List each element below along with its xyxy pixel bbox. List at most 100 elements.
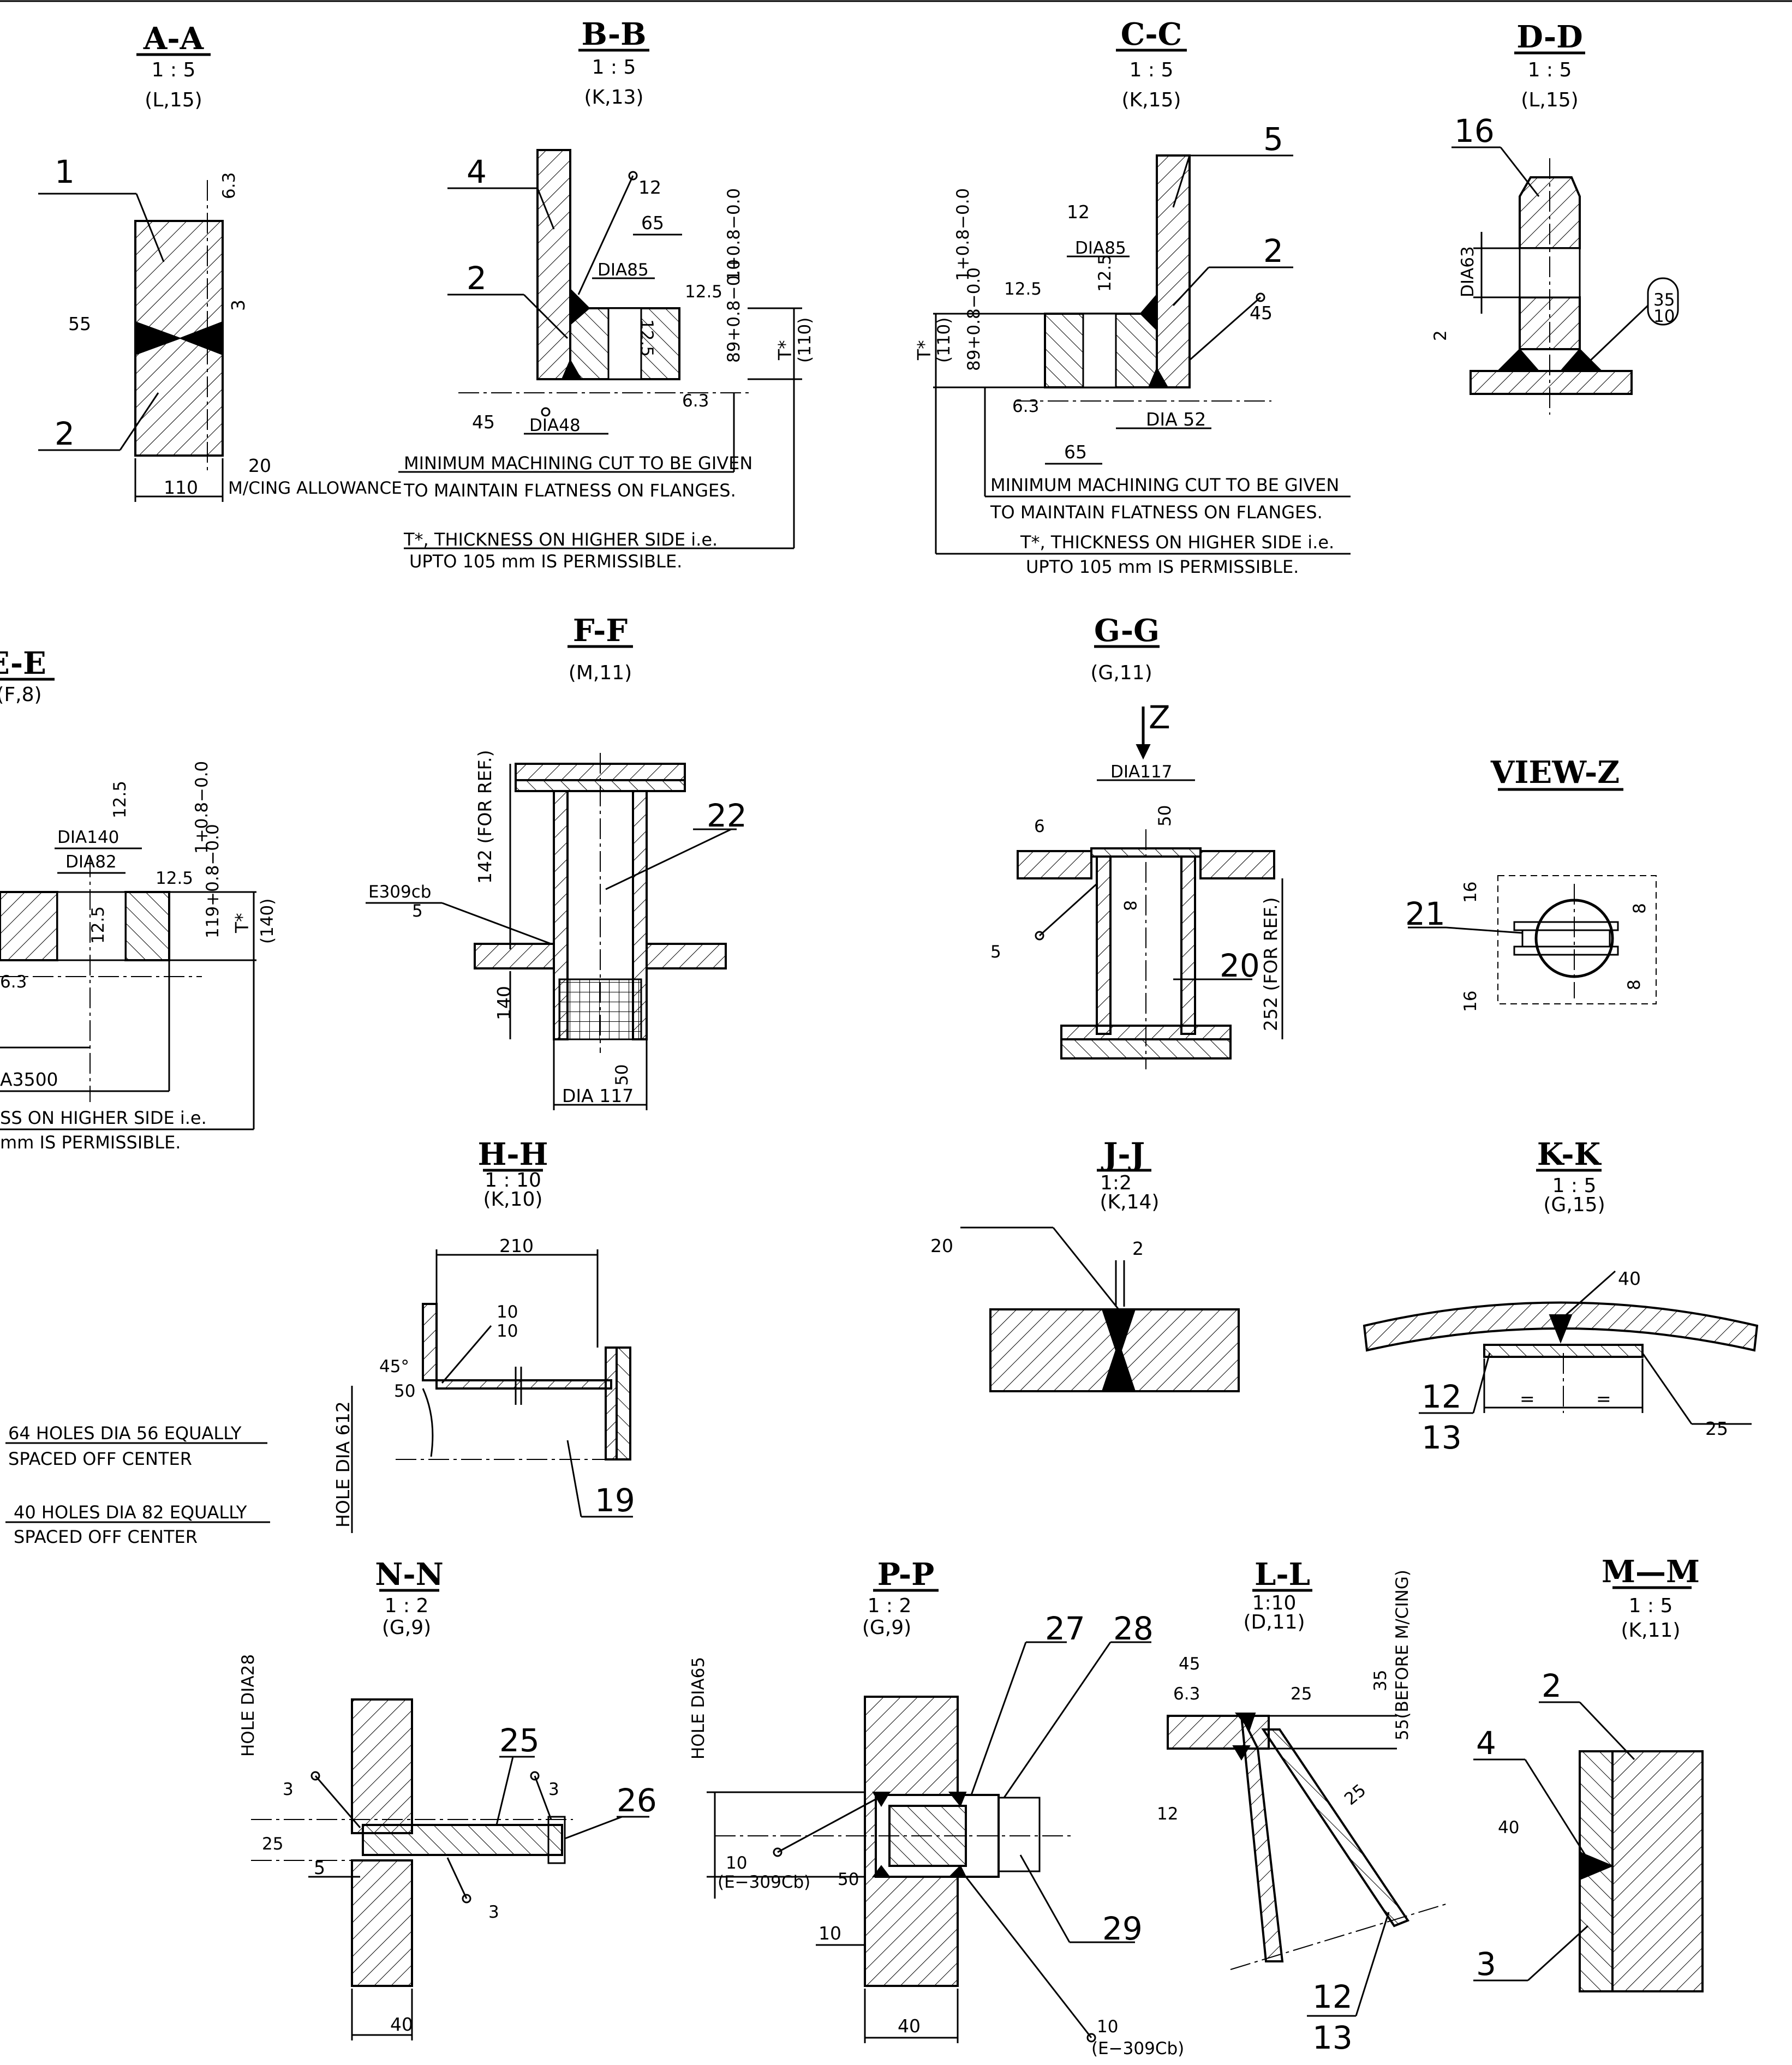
grid-reference: (K,13) <box>584 86 644 109</box>
section-aa: A-A 1 : 5 (L,15) 1 2 6.3 55 3 110 20 M/C… <box>38 21 402 502</box>
dim-dia82: DIA82 <box>65 852 117 872</box>
weld-25: 25 <box>1291 1684 1312 1704</box>
hole-dia-65: HOLE DIA65 <box>689 1657 708 1759</box>
holes-notes: 64 HOLES DIA 56 EQUALLY SPACED OFF CENTE… <box>5 1423 270 1547</box>
dim-25: 25 <box>262 1834 283 1854</box>
section-scale: 1 : 2 <box>868 1595 912 1617</box>
base-plate <box>1470 370 1633 395</box>
weld-3-a: 3 <box>283 1780 294 1799</box>
plate-part <box>1156 154 1191 388</box>
tolerance-89: 89+0.8−0.0 <box>724 259 744 363</box>
finish-12-5: 12.5 <box>685 282 722 302</box>
dim-35: 35 <box>1371 1670 1390 1691</box>
note-line-4: UPTO 105 mm IS PERMISSIBLE. <box>409 551 682 572</box>
note-line-4: UPTO 105 mm IS PERMISSIBLE. <box>1026 556 1299 577</box>
finish-12-5-b: 12.5 <box>1095 254 1115 292</box>
weld-3-c: 3 <box>488 1902 499 1922</box>
dim-dia85: DIA85 <box>598 260 649 280</box>
balloon-12: 12 <box>1421 1378 1462 1415</box>
dim-dia85: DIA85 <box>1075 238 1126 258</box>
section-title: B-B <box>582 16 647 52</box>
dim-8: 8 <box>1120 900 1139 911</box>
thickness-t: T* <box>774 340 796 361</box>
section-cc: C-C 1 : 5 (K,15) 5 2 12 DIA85 12.5 12.5 … <box>913 16 1351 577</box>
electrode-a: (E−309Cb) <box>718 1872 810 1892</box>
holes-note-3: 40 HOLES DIA 82 EQUALLY <box>14 1502 247 1523</box>
section-scale: 1 : 5 <box>152 59 196 81</box>
section-title: K-K <box>1537 1136 1602 1172</box>
ring-plate <box>435 1379 612 1390</box>
balloon-19: 19 <box>595 1482 635 1519</box>
balloon-2: 2 <box>1542 1667 1562 1704</box>
dim-2: 2 <box>1431 330 1450 341</box>
section-title: N-N <box>375 1557 444 1593</box>
stud-part <box>362 1824 563 1856</box>
section-kk: K-K 1 : 5 (G,15) = = 40 12 13 25 <box>1363 1136 1759 1456</box>
weld-10: 10 <box>1653 307 1675 326</box>
section-scale: 1 : 5 <box>1528 59 1572 81</box>
dim-55: 55(BEFORE M/CING) <box>1393 1570 1412 1740</box>
weld-45: 45 <box>472 411 495 433</box>
section-title: P-P <box>877 1557 934 1593</box>
note-line-1: MINIMUM MACHINING CUT TO BE GIVEN <box>990 475 1339 495</box>
thickness-25: 25 <box>1341 1780 1370 1809</box>
dim-5: 5 <box>314 1857 325 1878</box>
dim-dia117: DIA 117 <box>562 1085 634 1106</box>
thickness-t: T* <box>913 340 935 361</box>
balloon-22: 22 <box>707 797 747 834</box>
dim-50: 50 <box>838 1870 859 1889</box>
double-v-weld <box>1101 1309 1136 1392</box>
note-line-2: TO MAINTAIN FLATNESS ON FLANGES. <box>990 502 1323 523</box>
weld-5: 5 <box>990 942 1001 962</box>
dim-16-bottom: 16 <box>1461 991 1480 1012</box>
dim-a3500: A3500 <box>0 1069 58 1090</box>
balloon-4: 4 <box>467 153 487 190</box>
surface-finish: 6.3 <box>219 172 239 199</box>
finish-12-5-c: 12.5 <box>156 869 193 888</box>
dim-8-top: 8 <box>1630 903 1650 914</box>
thickness-ref: (110) <box>795 318 815 363</box>
tolerance-119: 119+0.8−0.0 <box>203 824 223 938</box>
balloon-12: 12 <box>1312 1978 1353 2015</box>
plate-part <box>1611 1750 1704 1992</box>
grid-reference: (K,14) <box>1100 1191 1160 1213</box>
section-nn: N-N 1 : 2 (G,9) HOLE DIA28 3 3 25 5 3 40… <box>238 1557 657 2040</box>
finish-6-3: 6.3 <box>682 391 709 411</box>
tolerance-89: 89+0.8−0.0 <box>964 267 984 371</box>
grid-reference: (F,8) <box>0 684 42 706</box>
double-v-weld <box>135 321 223 356</box>
finish-12-5-b: 12.5 <box>88 906 108 944</box>
section-title: M—M <box>1602 1554 1700 1590</box>
inclined-plate <box>1240 1715 1284 1962</box>
note-line-2: TO MAINTAIN FLATNESS ON FLANGES. <box>403 480 736 501</box>
dim-40: 40 <box>390 2014 413 2035</box>
section-scale: 1:10 <box>1252 1592 1297 1614</box>
tolerance-1: 1+0.8−0.0 <box>724 188 744 281</box>
weld-40: 40 <box>1618 1268 1641 1289</box>
finish-12-5: 12.5 <box>110 781 130 818</box>
section-jj: J-J 1:2 (K,14) 20 2 <box>930 1136 1240 1392</box>
weld-electrode: E309cb <box>368 882 431 902</box>
dim-8-bottom: 8 <box>1624 979 1644 990</box>
section-view-z: VIEW-Z 21 16 8 16 8 <box>1405 755 1657 1012</box>
grid-reference: (D,11) <box>1243 1611 1305 1633</box>
holes-note-2: SPACED OFF CENTER <box>8 1449 192 1469</box>
section-title: L-L <box>1255 1557 1310 1593</box>
section-bb: B-B 1 : 5 (K,13) 4 2 12 65 DIA85 12.5 1+… <box>398 16 815 572</box>
finish-12-5: 12.5 <box>1004 279 1042 299</box>
weld-10-a: 10 <box>497 1302 518 1322</box>
thickness-ref: (140) <box>258 899 277 944</box>
section-pp: P-P 1 : 2 (G,9) HOLE DIA65 10 (E−309Cb) … <box>689 1557 1184 2058</box>
stiffener <box>1261 1728 1410 1928</box>
section-title: J-J <box>1101 1136 1145 1172</box>
grid-reference: (G,9) <box>862 1617 911 1639</box>
note-line-3: T*, THICKNESS ON HIGHER SIDE i.e. <box>1020 532 1334 553</box>
section-hh: H-H 1 : 10 (K,10) 210 10 10 45° 50 HOLE … <box>332 1136 635 1533</box>
weld-angle: 55 <box>68 313 91 334</box>
section-scale: 1:2 <box>1100 1172 1132 1194</box>
balloon-16: 16 <box>1454 112 1495 149</box>
grid-reference: (M,11) <box>569 662 632 684</box>
weld-size: 12 <box>1067 201 1090 223</box>
dim-252: 252 (FOR REF.) <box>1260 897 1281 1031</box>
